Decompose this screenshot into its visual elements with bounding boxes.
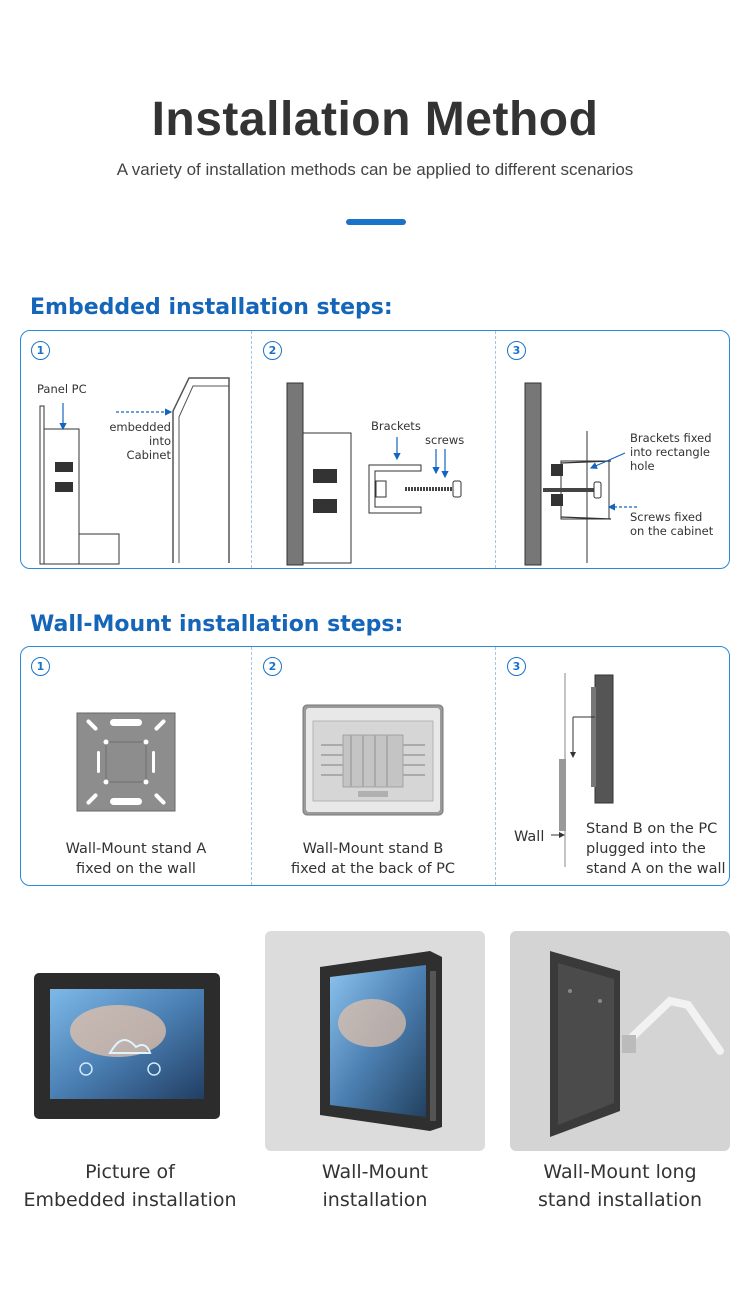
embedded-label-line2: into Cabinet	[126, 434, 171, 462]
embedded-photo-caption-line1: Picture of	[85, 1161, 175, 1183]
wall-mount-photo-caption-line2: installation	[322, 1189, 428, 1211]
brackets-label: Brackets	[371, 419, 421, 433]
wall-mount-photo-caption-line1: Wall-Mount	[321, 1161, 429, 1183]
wall-label: Wall	[514, 829, 545, 845]
step-number-3: 3	[507, 657, 526, 676]
embedded-steps-panel: 1 Panel PC embedded into Cabinet 2 Brack…	[20, 330, 730, 569]
step-number-2: 2	[263, 341, 282, 360]
brackets-fixed-line2: into rectangle	[630, 445, 710, 459]
step-divider	[251, 331, 252, 568]
embedded-step3-diagram	[524, 382, 637, 566]
wall-section-title: Wall-Mount installation steps:	[30, 612, 404, 637]
long-stand-photo	[510, 931, 730, 1151]
embedded-label-line1: embedded	[109, 420, 171, 434]
embedded-photo-caption-line2: Embedded installation	[23, 1189, 237, 1211]
accent-underline	[346, 219, 406, 225]
wall-step3-caption-line1: Stand B on the PC	[586, 821, 718, 837]
step-number-1: 1	[31, 657, 50, 676]
wall-step3-caption-line3: stand A on the wall	[586, 861, 726, 877]
page-subtitle: A variety of installation methods can be…	[116, 160, 634, 179]
screws-label: screws	[425, 433, 465, 447]
wall-step2-caption-line1: Wall-Mount stand B	[302, 841, 444, 857]
wall-step3-diagram	[551, 673, 614, 867]
wall-stand-b-image	[302, 704, 444, 816]
wall-stand-a-image	[76, 712, 176, 812]
wall-step2-caption-line2: fixed at the back of PC	[290, 861, 456, 877]
step-number-1: 1	[31, 341, 50, 360]
long-stand-photo-caption-line2: stand installation	[537, 1189, 703, 1211]
step-divider	[495, 331, 496, 568]
embedded-section-title: Embedded installation steps:	[30, 295, 393, 320]
wall-steps-panel: 1 Wall-Mount stand A fixed on the wall 2	[20, 646, 730, 886]
wall-step1-caption-line1: Wall-Mount stand A	[65, 841, 207, 857]
wall-step1-caption-line2: fixed on the wall	[76, 861, 196, 877]
wall-mount-photo	[265, 931, 485, 1151]
brackets-fixed-line1: Brackets fixed	[630, 431, 712, 445]
embedded-step1-diagram	[39, 377, 230, 565]
brackets-fixed-line3: hole	[630, 459, 655, 473]
screws-fixed-line2: on the cabinet	[630, 524, 714, 538]
page-title: Installation Method	[151, 93, 599, 146]
embedded-step2-diagram	[286, 382, 462, 566]
screws-fixed-line1: Screws fixed	[630, 510, 703, 524]
step-divider	[495, 647, 496, 885]
step-number-2: 2	[263, 657, 282, 676]
wall-step3-caption-line2: plugged into the	[586, 841, 706, 857]
embedded-photo	[20, 931, 240, 1151]
panel-pc-label: Panel PC	[37, 382, 87, 396]
step-divider	[251, 647, 252, 885]
long-stand-photo-caption-line1: Wall-Mount long	[543, 1161, 697, 1183]
step-number-3: 3	[507, 341, 526, 360]
